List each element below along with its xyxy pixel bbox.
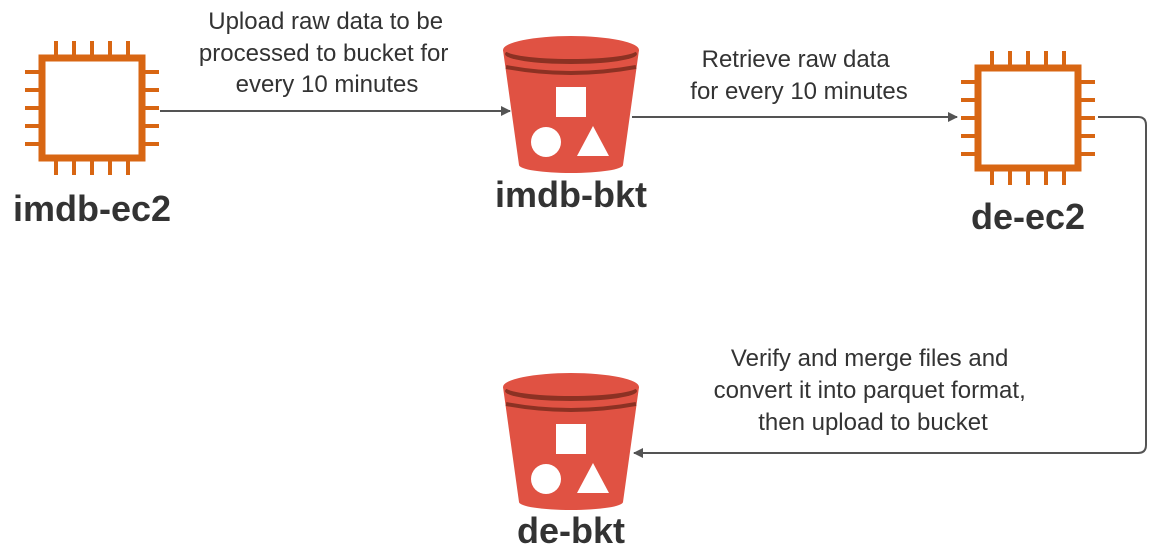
node-label: de-bkt [517,510,625,551]
node-imdb-ec2[interactable]: imdb-ec2 [13,41,171,229]
node-label: imdb-ec2 [13,188,171,229]
ec2-instance-icon [25,41,159,175]
edge-label-line: Retrieve raw data [702,46,891,73]
edge-label-upload: Upload raw data to be processed to bucke… [199,8,455,98]
ec2-instance-icon [961,51,1095,185]
edge-label-line: Upload raw data to be [208,8,443,35]
edge-label-line: for every 10 minutes [690,78,907,105]
edge-label-line: Verify and merge files and [731,345,1009,372]
node-imdb-bkt[interactable]: imdb-bkt [495,36,647,215]
node-de-bkt[interactable]: de-bkt [503,373,639,551]
s3-bucket-icon [503,373,639,510]
node-de-ec2[interactable]: de-ec2 [961,51,1095,237]
edge-merge [633,116,1147,458]
edge-label-line: convert it into parquet format, [714,377,1026,404]
node-label: imdb-bkt [495,174,647,215]
edge-label-merge: Verify and merge files and convert it in… [714,345,1033,436]
s3-bucket-icon [503,36,639,173]
edge-label-retrieve: Retrieve raw data for every 10 minutes [690,46,907,105]
edge-label-line: every 10 minutes [236,71,419,98]
edge-label-line: processed to bucket for [199,40,448,67]
node-label: de-ec2 [971,196,1085,237]
edge-label-line: then upload to bucket [758,409,988,436]
